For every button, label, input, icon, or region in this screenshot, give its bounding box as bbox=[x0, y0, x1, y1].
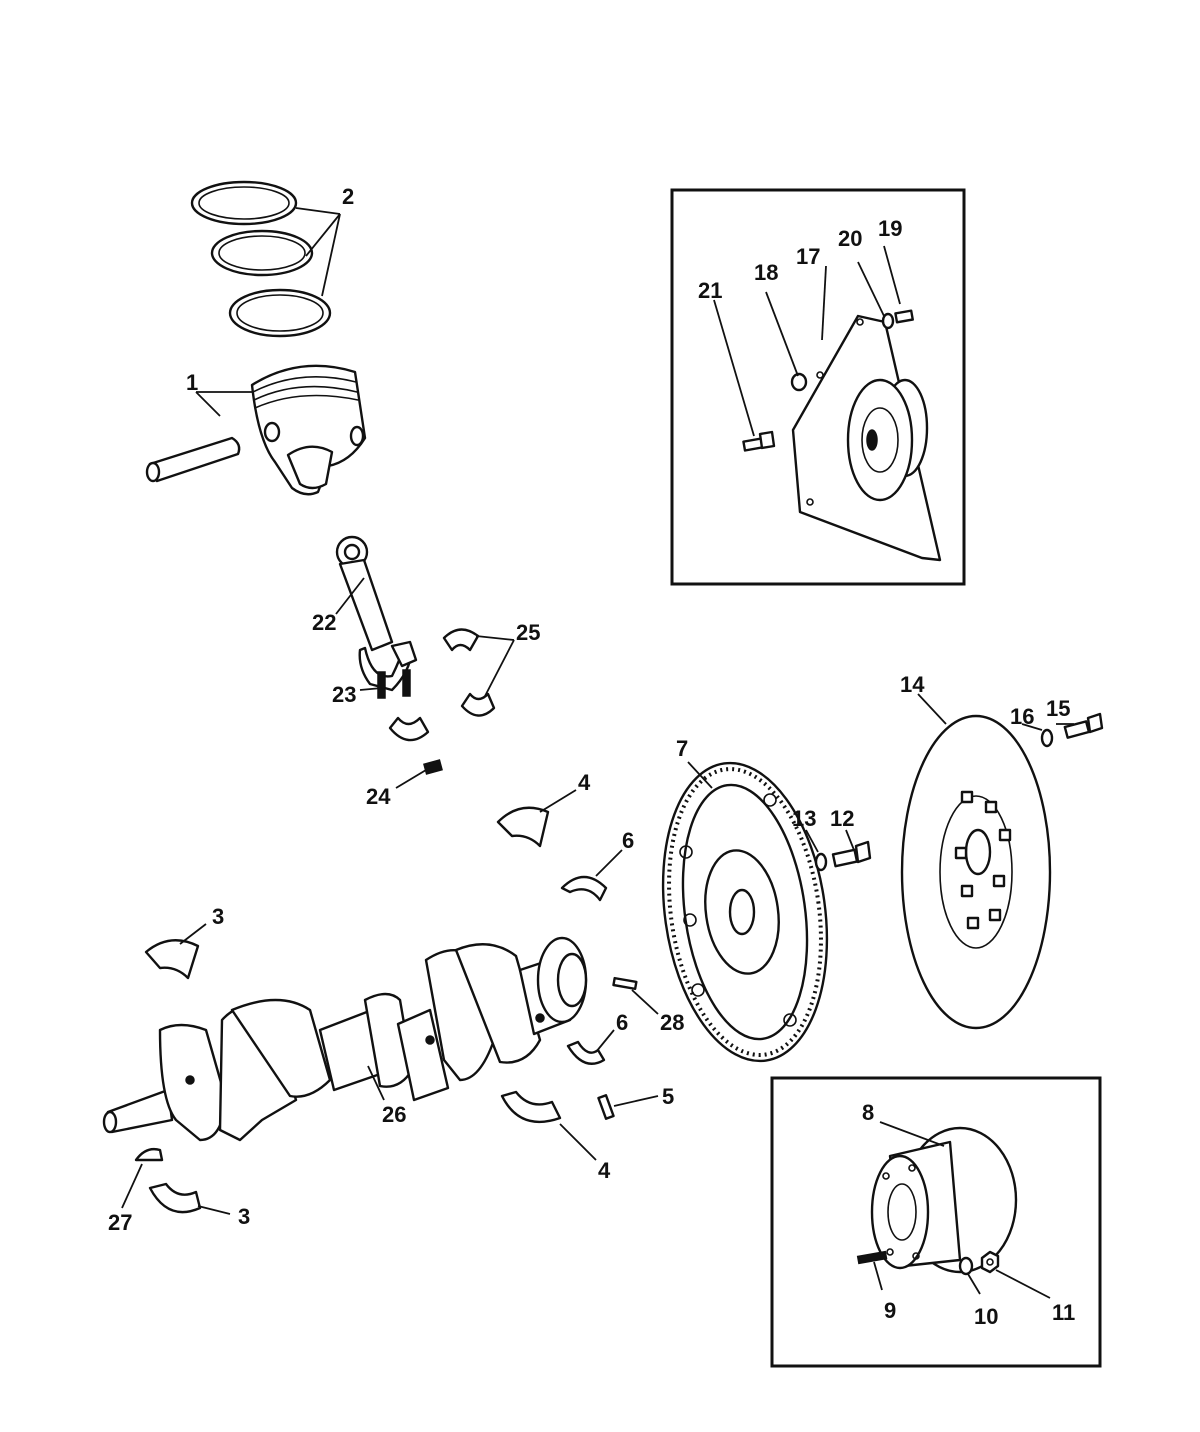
piston-ring-bottom bbox=[228, 288, 332, 338]
callout-25: 25 bbox=[516, 620, 540, 645]
rod-bearing-cap bbox=[388, 716, 430, 742]
thrust-bearing-6-lower bbox=[566, 1040, 606, 1065]
callout-4-upper: 4 bbox=[578, 770, 591, 795]
callout-27: 27 bbox=[108, 1210, 132, 1235]
piston-ring-middle bbox=[210, 229, 314, 277]
callout-24: 24 bbox=[366, 784, 391, 809]
callout-18: 18 bbox=[754, 260, 778, 285]
dowel-pin-28 bbox=[612, 976, 638, 991]
callout-28: 28 bbox=[660, 1010, 684, 1035]
callout-3-lower: 3 bbox=[238, 1204, 250, 1229]
callout-4-lower: 4 bbox=[598, 1158, 611, 1183]
callout-16: 16 bbox=[1010, 704, 1034, 729]
washer-16 bbox=[1040, 728, 1054, 748]
piston bbox=[250, 364, 367, 496]
callout-17: 17 bbox=[796, 244, 820, 269]
main-bearing-4-upper bbox=[496, 806, 550, 848]
rod-bearing-lower bbox=[460, 692, 496, 717]
drive-coupler bbox=[870, 1126, 1018, 1274]
connecting-rod bbox=[335, 535, 418, 692]
flex-plate bbox=[791, 314, 942, 562]
callout-21: 21 bbox=[698, 278, 722, 303]
callout-8: 8 bbox=[862, 1100, 874, 1125]
piston-rings bbox=[190, 180, 332, 338]
stud-9 bbox=[856, 1250, 888, 1265]
dowel-pin-5 bbox=[597, 1094, 615, 1120]
callout-26: 26 bbox=[382, 1102, 406, 1127]
callout-labels: 1 2 3 3 4 4 5 6 6 7 8 9 10 11 12 13 14 1… bbox=[108, 184, 1075, 1329]
callout-11: 11 bbox=[1052, 1300, 1075, 1325]
bolt-19 bbox=[894, 309, 914, 324]
rod-nut bbox=[423, 759, 443, 775]
main-bearing-3-lower bbox=[148, 1182, 202, 1214]
callout-14: 14 bbox=[900, 672, 925, 697]
crankshaft bbox=[102, 936, 588, 1142]
washer-10 bbox=[958, 1256, 974, 1276]
callout-5: 5 bbox=[662, 1084, 674, 1109]
bolt-12 bbox=[831, 840, 872, 868]
callout-6-lower: 6 bbox=[616, 1010, 628, 1035]
callout-20: 20 bbox=[838, 226, 862, 251]
woodruff-key bbox=[134, 1147, 164, 1162]
spacer-18 bbox=[790, 372, 808, 392]
callout-15: 15 bbox=[1046, 696, 1070, 721]
callout-1: 1 bbox=[186, 370, 198, 395]
coupler-inset-box bbox=[770, 1076, 1102, 1368]
piston-ring-top bbox=[190, 180, 298, 226]
bolt-15 bbox=[1063, 712, 1104, 739]
leader-lines bbox=[121, 207, 1074, 1299]
callout-12: 12 bbox=[830, 806, 854, 831]
main-bearing-4-lower bbox=[500, 1090, 562, 1123]
callout-6-upper: 6 bbox=[622, 828, 634, 853]
callout-22: 22 bbox=[312, 610, 336, 635]
washer-13 bbox=[814, 852, 828, 872]
callout-10: 10 bbox=[974, 1304, 998, 1329]
callout-13: 13 bbox=[792, 806, 816, 831]
piston-pin bbox=[145, 436, 241, 483]
washer-20 bbox=[881, 312, 895, 330]
flywheel bbox=[661, 761, 829, 1063]
rod-bolts bbox=[377, 669, 411, 699]
callout-7: 7 bbox=[676, 736, 688, 761]
callout-19: 19 bbox=[878, 216, 902, 241]
callout-2: 2 bbox=[342, 184, 354, 209]
rod-bearing-upper bbox=[442, 628, 480, 652]
clutch-disc bbox=[900, 714, 1052, 1030]
callout-23: 23 bbox=[332, 682, 356, 707]
callout-3-upper: 3 bbox=[212, 904, 224, 929]
flex-plate-inset-box bbox=[670, 188, 966, 586]
nut-11 bbox=[980, 1250, 1000, 1274]
thrust-bearing-6-upper bbox=[560, 875, 608, 902]
main-bearing-3-upper bbox=[144, 939, 200, 980]
callout-9: 9 bbox=[884, 1298, 896, 1323]
bolt-21 bbox=[742, 430, 776, 452]
